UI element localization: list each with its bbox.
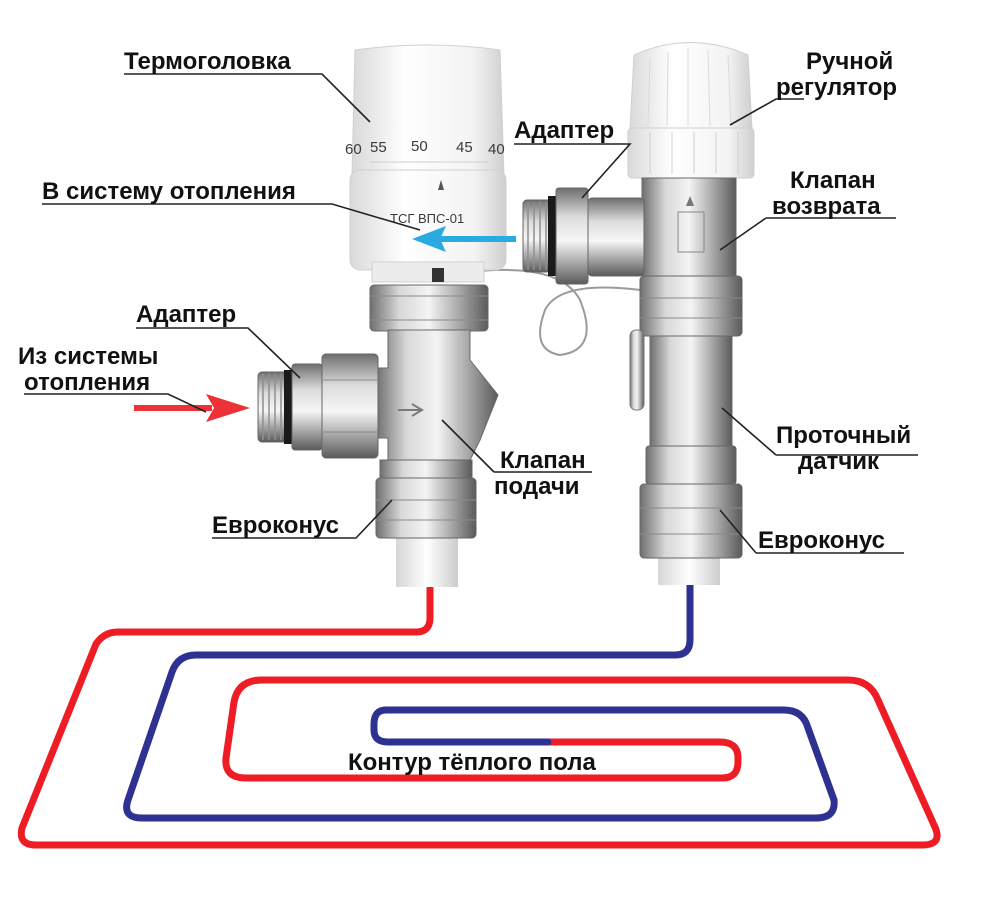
dial-tick-50: 50	[411, 138, 428, 155]
return-valve-assembly	[522, 42, 755, 559]
left-adapter	[257, 353, 379, 459]
label-thermohead: Термоголовка	[124, 48, 291, 75]
right-euroconus	[639, 483, 743, 559]
dial-tick-45: 45	[456, 139, 473, 156]
thermohead: 60 55 50 45 40 ТСГ ВПС-01	[345, 44, 507, 283]
label-return-valve-1: Клапан	[790, 167, 876, 194]
capillary-tube	[469, 269, 641, 357]
label-supply-valve-1: Клапан	[500, 447, 586, 474]
label-flow-sensor-2: датчик	[798, 448, 880, 475]
supply-pipe-red	[17, 579, 941, 849]
top-adapter	[522, 187, 645, 285]
label-supply-valve-2: подачи	[494, 473, 580, 500]
label-flow-sensor-1: Проточный	[776, 422, 911, 449]
flow-arrow-in	[134, 394, 250, 422]
dial-pointer-icon	[438, 180, 444, 190]
dial-tick-40: 40	[488, 141, 505, 158]
leader-lines	[24, 73, 918, 554]
label-return-valve-2: возврата	[772, 193, 881, 220]
label-manual-regulator-2: регулятор	[776, 74, 897, 101]
label-from-heating-1: Из системы	[18, 343, 158, 370]
left-white-pipe	[396, 535, 458, 587]
label-adapter-top: Адаптер	[514, 117, 614, 144]
thermohead-nut	[369, 284, 489, 332]
thermohead-marking: ТСГ ВПС-01	[390, 211, 464, 226]
flow-arrow-out	[412, 226, 516, 252]
labels: Термоголовка Ручной регулятор Адаптер В …	[18, 48, 911, 776]
label-euroconus-left: Евроконус	[212, 512, 339, 539]
dial-tick-60: 60	[345, 141, 362, 158]
label-adapter-left: Адаптер	[136, 301, 236, 328]
flow-sensor	[649, 335, 733, 447]
floor-heating-loop	[17, 579, 941, 849]
supply-valve-assembly: 60 55 50 45 40 ТСГ ВПС-01	[257, 44, 641, 539]
manual-regulator	[627, 42, 755, 179]
dial-tick-55: 55	[370, 139, 387, 156]
label-to-heating-system: В систему отопления	[42, 178, 296, 205]
return-pipe-blue	[123, 579, 838, 822]
label-from-heating-2: отопления	[24, 369, 150, 396]
label-euroconus-right: Евроконус	[758, 527, 885, 554]
left-euroconus	[375, 459, 477, 539]
right-white-pipe	[658, 555, 720, 585]
supply-valve-body	[375, 329, 499, 461]
label-manual-regulator-1: Ручной	[806, 48, 893, 75]
label-floor-circuit: Контур тёплого пола	[348, 749, 597, 776]
return-valve-body	[641, 177, 737, 279]
